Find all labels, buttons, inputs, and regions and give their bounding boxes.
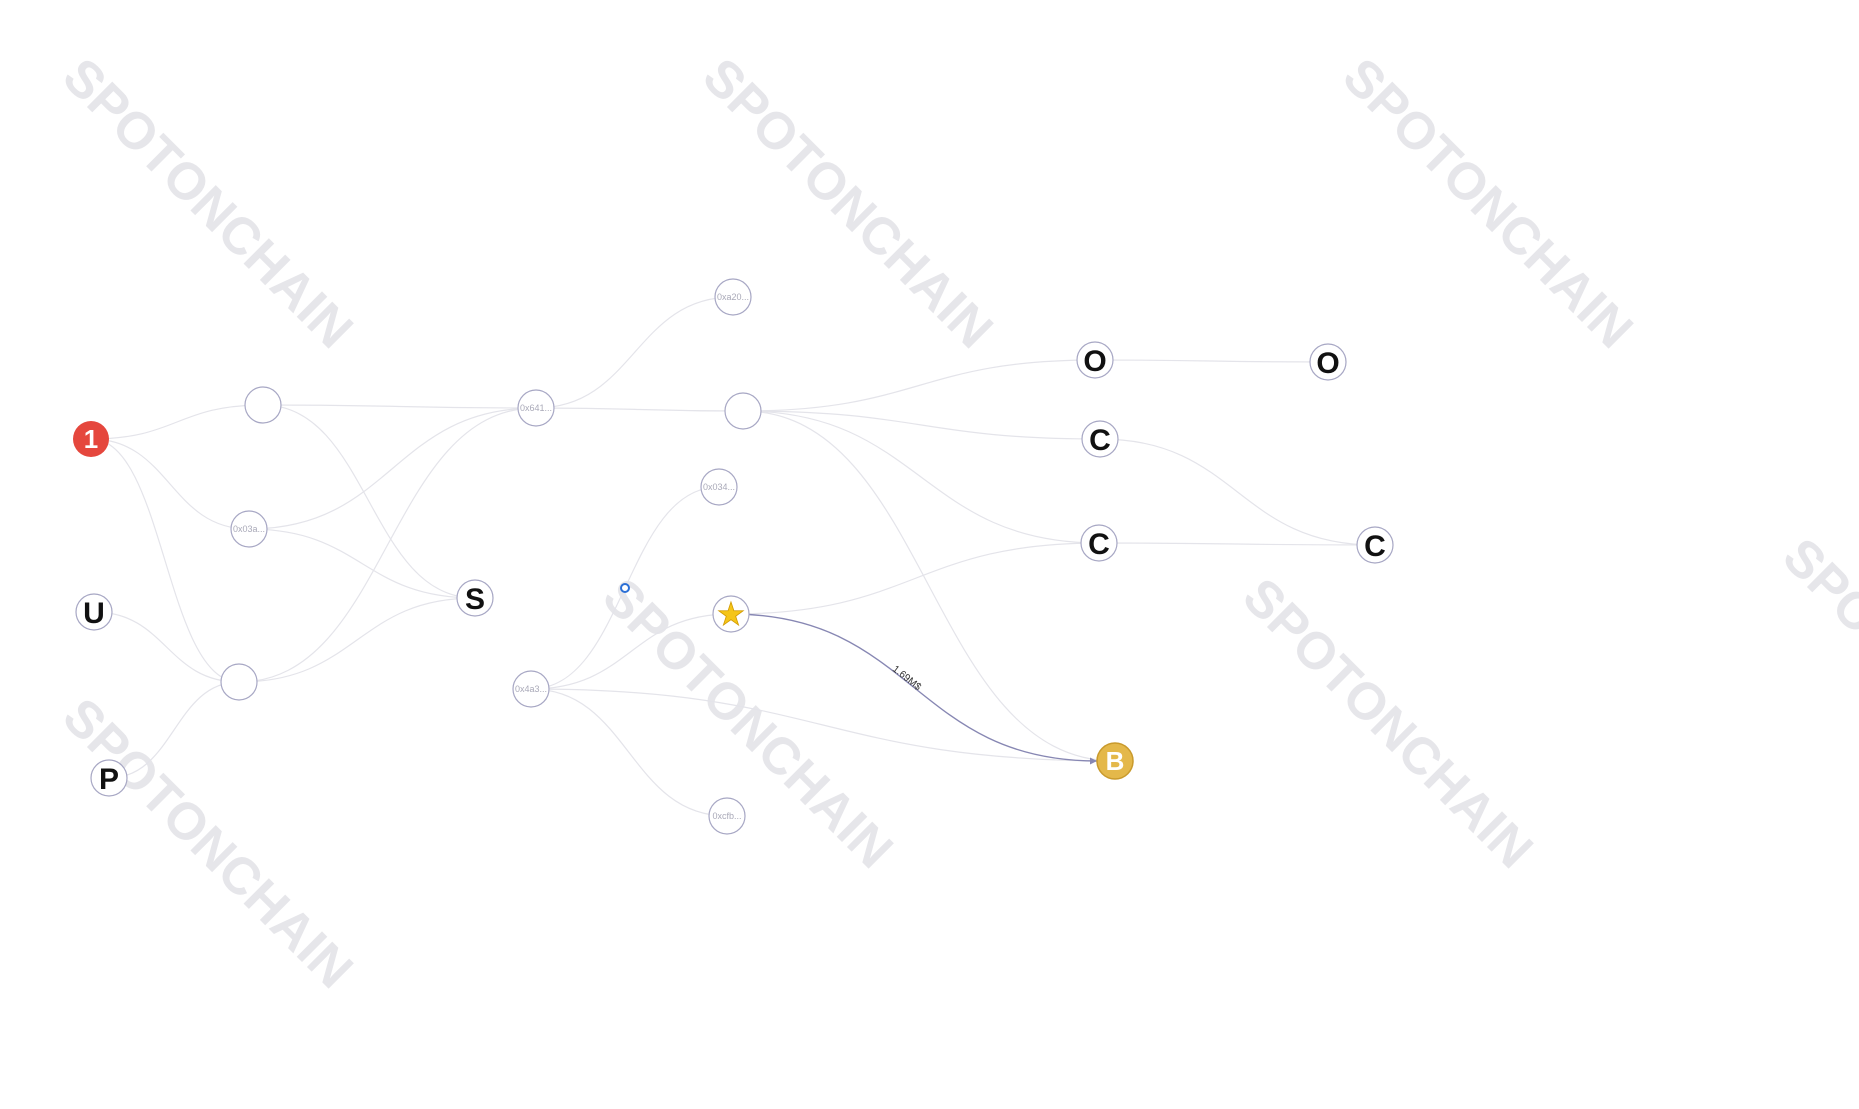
graph-node-034[interactable]: 0x034...	[700, 468, 738, 506]
edge-line	[248, 528, 476, 599]
address-label: 0xa20...	[717, 292, 749, 302]
entity-logo-u: U	[83, 597, 105, 630]
entity-logo-c: C	[1089, 424, 1111, 457]
edge-line	[742, 410, 1100, 544]
address-label: 0xcfb...	[712, 811, 741, 821]
edges-layer	[90, 296, 1376, 817]
edge-line	[1098, 542, 1376, 546]
edge-line	[108, 681, 240, 779]
edge-line	[730, 542, 1100, 615]
watermark-text: SPOTONCHAIN	[1232, 567, 1544, 879]
node-glyph: B	[1106, 746, 1125, 776]
edge-line	[248, 407, 537, 530]
graph-node-a[interactable]	[244, 386, 282, 424]
graph-node-one[interactable]: 1	[73, 421, 109, 457]
entity-logo-o: O	[1083, 345, 1106, 378]
watermark-text: SPOTONCHAIN	[52, 47, 364, 359]
edge-line	[742, 359, 1096, 412]
edge-line	[535, 407, 744, 412]
address-label: 0x641...	[520, 403, 552, 413]
graph-node-4a3[interactable]: 0x4a3...	[512, 670, 550, 708]
star-icon: ★	[717, 596, 746, 632]
graph-node-a20[interactable]: 0xa20...	[714, 278, 752, 316]
graph-node-c2[interactable]: C	[1080, 524, 1118, 562]
graph-node-cfb[interactable]: 0xcfb...	[708, 797, 746, 835]
edge-line	[742, 410, 1101, 440]
graph-node-s[interactable]: S	[456, 579, 494, 617]
graph-node-b[interactable]	[220, 663, 258, 701]
edge-line	[93, 611, 240, 683]
address-label: 0x034...	[703, 482, 735, 492]
graph-node-c1[interactable]: C	[1081, 420, 1119, 458]
edge-line	[238, 597, 476, 683]
selected-point-icon[interactable]	[620, 583, 630, 593]
edge-line	[238, 407, 537, 683]
graph-node-c[interactable]	[724, 392, 762, 430]
node-glyph: 1	[84, 424, 98, 454]
edge-line	[742, 410, 1116, 762]
edge-line	[530, 688, 728, 817]
edge-line	[1099, 438, 1376, 546]
graph-node-star[interactable]: ★	[712, 595, 750, 633]
graph-node-bcoin[interactable]: B	[1096, 742, 1134, 780]
graph-node-c3[interactable]: C	[1356, 526, 1394, 564]
graph-node-o1[interactable]: O	[1076, 341, 1114, 379]
graph-node-u[interactable]: U	[75, 593, 113, 631]
entity-logo-s: S	[465, 583, 485, 616]
address-label: 0x03a...	[233, 524, 265, 534]
watermark-layer: SPOTONCHAIN SPOTONCHAIN SPOTONCHAIN SPOTONC…	[52, 47, 1859, 999]
graph-node-o2[interactable]: O	[1309, 343, 1347, 381]
edge-line	[530, 688, 1116, 762]
entity-logo-c: C	[1364, 530, 1386, 563]
watermark-text: SPOTONCHAIN	[1772, 527, 1859, 839]
graph-node-dot[interactable]	[620, 583, 630, 593]
edge-line	[262, 404, 476, 599]
entity-logo-p: P	[99, 763, 119, 796]
nodes-layer: 1U P 0x03a... S 0x641... 0x4a3... 0xa20... 0x03…	[73, 278, 1394, 835]
entity-logo-o: O	[1316, 347, 1339, 380]
transfer-amount-label: 1.69M$	[890, 664, 923, 694]
graph-node-641[interactable]: 0x641...	[517, 389, 555, 427]
highlighted-transfer-edge[interactable]	[730, 613, 1098, 762]
edge-line	[90, 438, 240, 683]
watermark-text: SPOTONCHAIN	[52, 687, 364, 999]
graph-node-p[interactable]: P	[90, 759, 128, 797]
watermark-text: SPOTONCHAIN	[1332, 47, 1644, 359]
edge-line	[90, 404, 264, 440]
edge-line	[1094, 359, 1329, 363]
edge-line	[530, 613, 732, 690]
entity-logo-c: C	[1088, 528, 1110, 561]
arrowhead-icon	[1090, 757, 1097, 765]
edge-line	[262, 404, 537, 409]
graph-node-03a[interactable]: 0x03a...	[230, 510, 268, 548]
edge-line	[90, 438, 250, 530]
edge-line	[535, 296, 734, 409]
address-label: 0x4a3...	[515, 684, 547, 694]
